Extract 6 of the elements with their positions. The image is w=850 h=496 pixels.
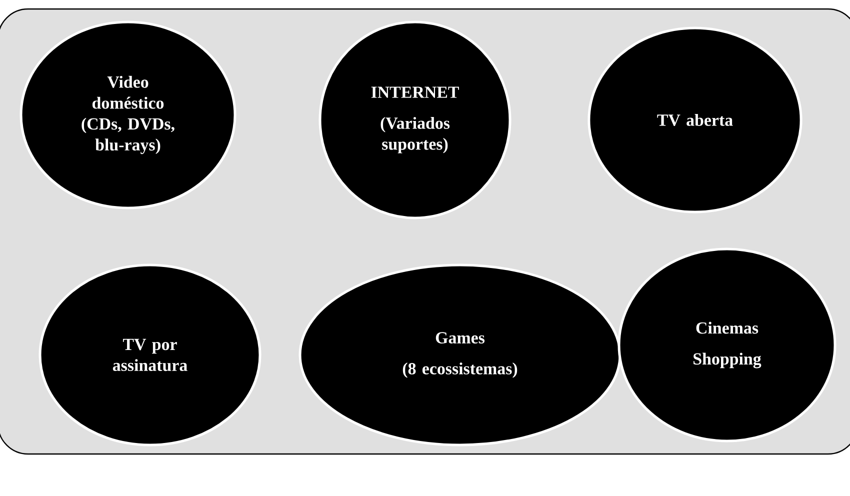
ellipse-node: Games (8 ecossistemas) [298, 264, 622, 446]
ellipse-node: TV aberta [588, 26, 802, 214]
ellipse-node: INTERNET (Variados suportes) [318, 20, 512, 220]
ellipse-node: TV por assinatura [38, 264, 262, 446]
ellipse-node: Cinemas Shopping [618, 248, 836, 442]
ellipse-node: Video doméstico (CDs, DVDs, blu-rays) [20, 20, 236, 210]
